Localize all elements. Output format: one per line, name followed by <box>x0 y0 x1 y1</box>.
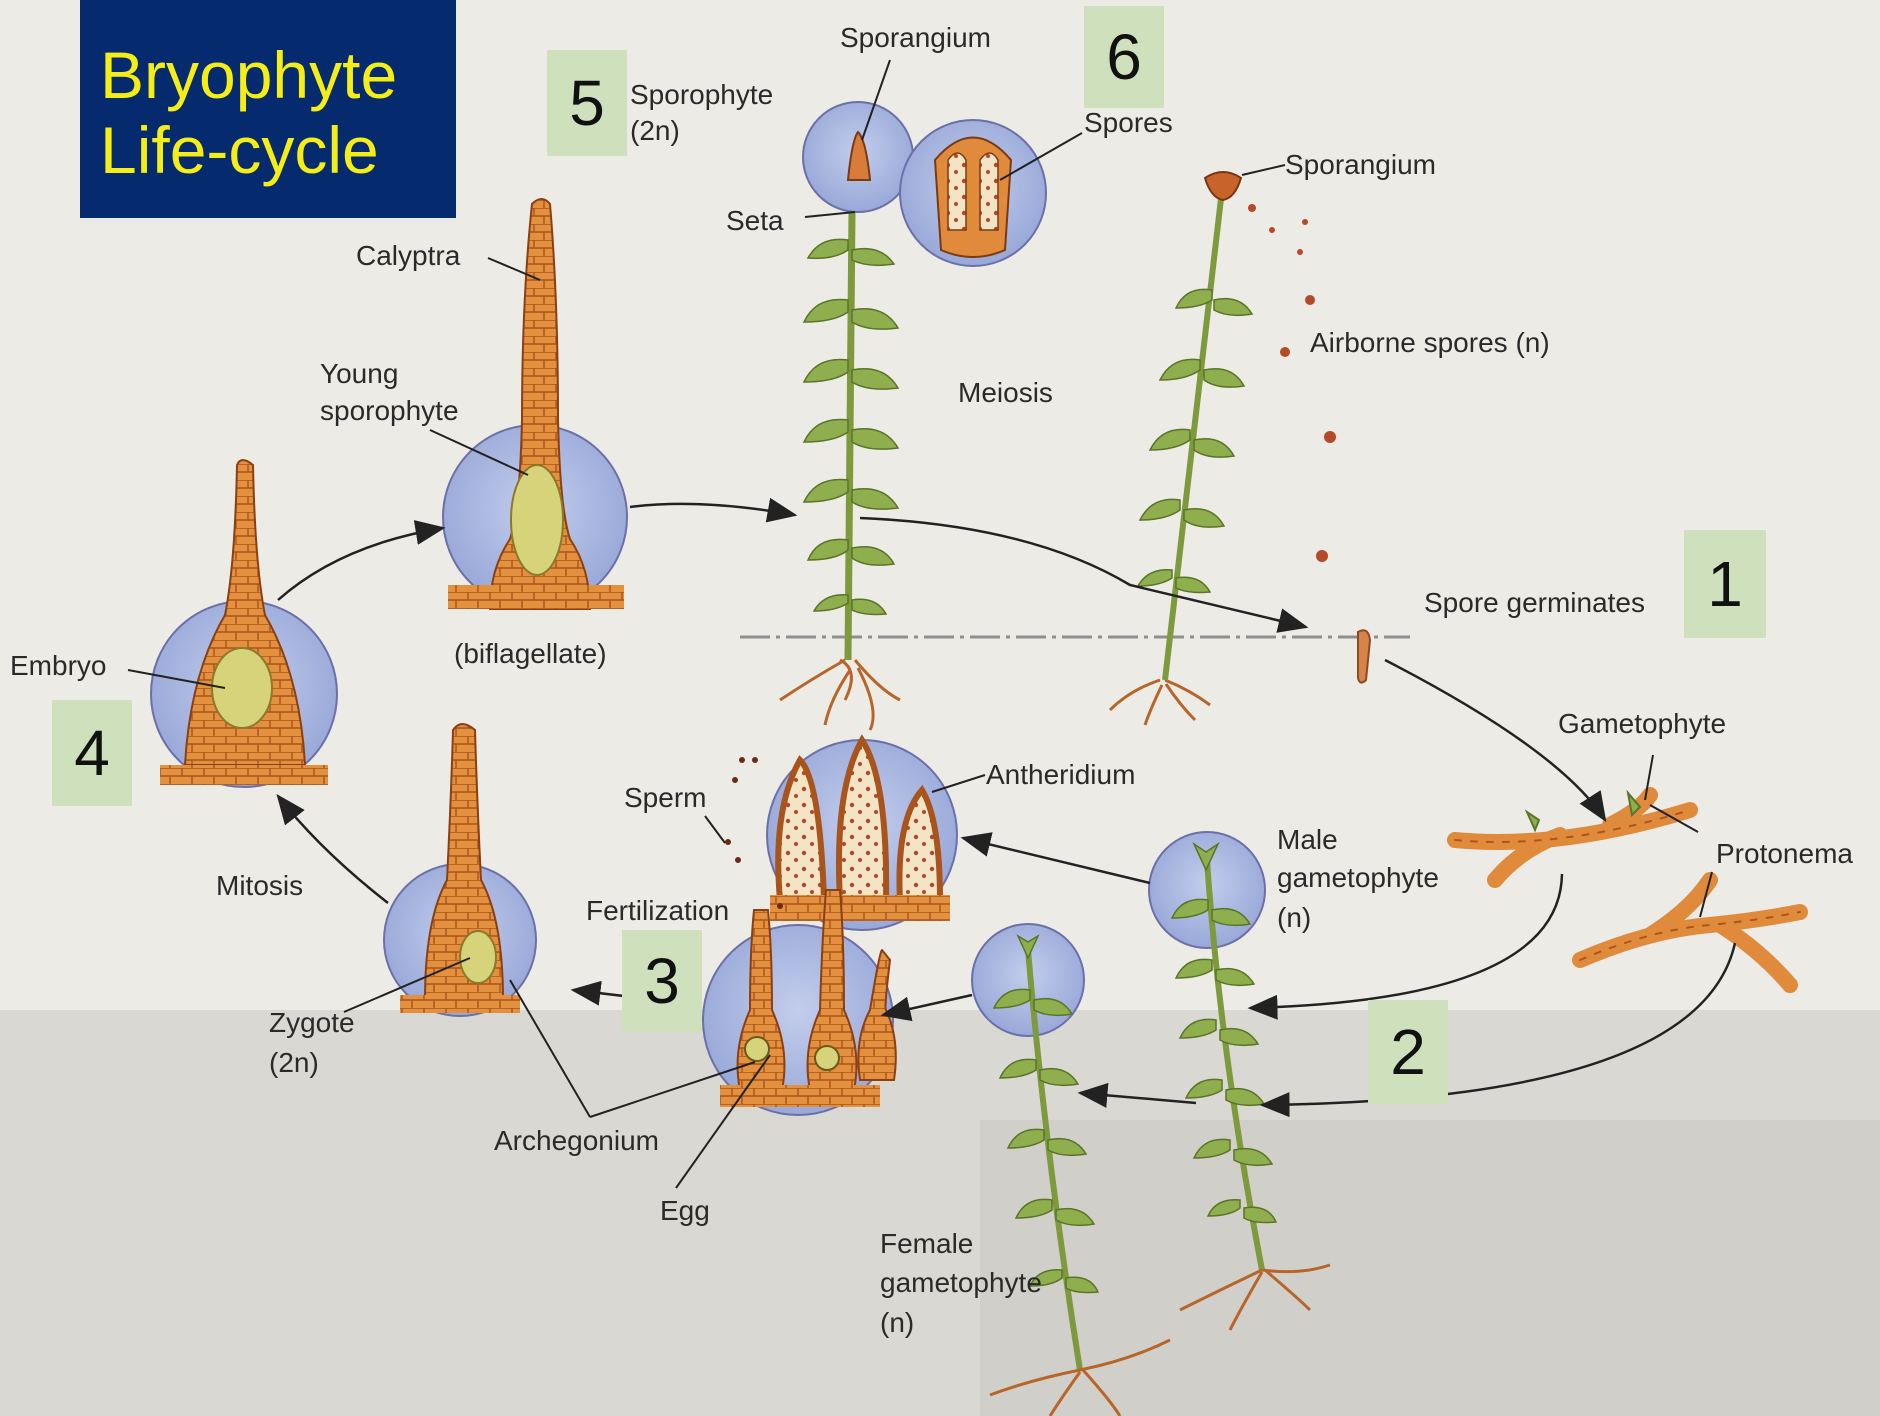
airborne-ploidy-text: (n) <box>1515 327 1549 358</box>
label-protonema: Protonema <box>1716 836 1853 871</box>
arrow-to-germination <box>860 518 1306 627</box>
label-meiosis: Meiosis <box>958 375 1053 410</box>
label-sporangium-right: Sporangium <box>1285 147 1436 182</box>
label-sporangium-top: Sporangium <box>840 20 991 55</box>
arrow-to-antheridium <box>963 838 1150 883</box>
label-sperm: Sperm <box>624 780 706 815</box>
label-fertilization: Fertilization <box>586 893 729 928</box>
label-sporophyte: Sporophyte <box>630 77 773 112</box>
arrow-to-sporophyte <box>630 504 795 515</box>
step-5-badge: 5 <box>547 50 627 156</box>
label-spores: Spores <box>1084 105 1173 140</box>
label-young-sporophyte: sporophyte <box>320 393 459 428</box>
title-line-2: Life-cycle <box>100 113 456 188</box>
label-male-gametophyte: gametophyte <box>1277 860 1439 895</box>
label-male-ploidy: (n) <box>1277 900 1311 935</box>
arrow-to-young-sporophyte <box>278 528 443 600</box>
page-shadow-2 <box>980 1120 1880 1416</box>
label-gametophyte: Gametophyte <box>1558 706 1726 741</box>
label-zygote: Zygote <box>269 1005 355 1040</box>
label-female-ploidy: (n) <box>880 1305 914 1340</box>
sporophyte-plant <box>780 210 900 730</box>
step-3-badge: 3 <box>622 930 702 1032</box>
label-male: Male <box>1277 822 1338 857</box>
label-female-gametophyte: gametophyte <box>880 1265 1042 1300</box>
airborne-spores-text: Airborne spores <box>1310 327 1508 358</box>
label-mitosis: Mitosis <box>216 868 303 903</box>
title-line-1: Bryophyte <box>100 38 456 113</box>
label-calyptra: Calyptra <box>356 238 460 273</box>
diagram-title: Bryophyte Life-cycle <box>80 0 456 218</box>
label-biflagellate: (biflagellate) <box>454 636 607 671</box>
label-sporophyte-ploidy: (2n) <box>630 113 680 148</box>
label-female: Female <box>880 1226 973 1261</box>
label-spore-germinates: Spore germinates <box>1424 585 1645 620</box>
label-archegonium: Archegonium <box>494 1123 659 1158</box>
step-2-badge: 2 <box>1368 1000 1448 1104</box>
step-4-badge: 4 <box>52 700 132 806</box>
label-young: Young <box>320 356 398 391</box>
protonema <box>1455 793 1800 985</box>
label-zygote-ploidy: (2n) <box>269 1045 319 1080</box>
label-egg: Egg <box>660 1193 710 1228</box>
label-airborne-spores: Airborne spores (n) <box>1310 325 1550 360</box>
step-6-badge: 6 <box>1084 6 1164 108</box>
label-embryo: Embryo <box>10 648 106 683</box>
step-1-badge: 1 <box>1684 530 1766 638</box>
mature-sporophyte-plant <box>1110 172 1370 725</box>
label-seta: Seta <box>726 203 784 238</box>
label-antheridium: Antheridium <box>986 757 1135 792</box>
